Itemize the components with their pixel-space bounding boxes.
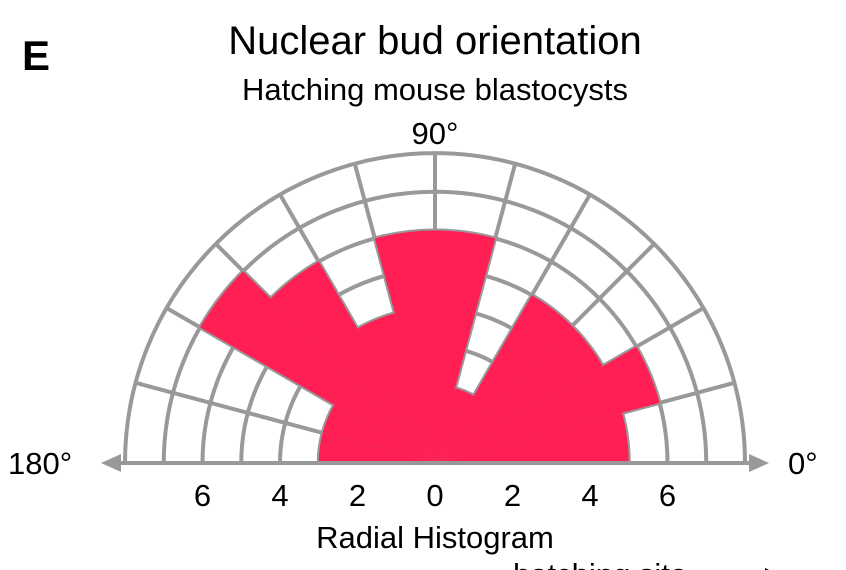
histogram-bar — [318, 432, 435, 463]
histogram-bar — [435, 412, 629, 463]
histogram-bar — [200, 271, 435, 463]
histogram-bar — [322, 404, 435, 463]
histogram-bar — [435, 295, 573, 463]
histogram-bar — [435, 388, 474, 463]
angle-label-0: 0° — [788, 446, 818, 481]
radial-tick-label: 4 — [271, 478, 288, 513]
x-axis-label: Radial Histogram — [316, 520, 554, 555]
radial-tick-label: 2 — [504, 478, 521, 513]
histogram-bar — [374, 230, 435, 463]
radial-tick-label: 2 — [349, 478, 366, 513]
radial-tick-label: 6 — [194, 478, 211, 513]
histogram-bar — [435, 346, 660, 463]
direction-annotation: hatching site — [513, 557, 769, 570]
histogram-bar — [435, 230, 496, 463]
chart-subtitle: Hatching mouse blastocysts — [242, 72, 628, 107]
axis-arrow-right — [749, 454, 769, 472]
histogram-bar — [357, 313, 435, 463]
radial-tick-label: 6 — [659, 478, 676, 513]
direction-label: hatching site — [513, 557, 687, 570]
histogram-bar — [270, 261, 435, 463]
angle-label-180: 180° — [8, 446, 72, 481]
histogram-bars — [200, 230, 660, 463]
radial-tick-label: 4 — [581, 478, 598, 513]
axis-arrow-left — [101, 454, 121, 472]
histogram-bar — [435, 325, 603, 463]
radial-tick-labels: 6 4 2 0 2 4 6 — [194, 478, 676, 513]
panel-letter: E — [22, 32, 50, 79]
horizontal-axis — [101, 454, 769, 472]
angle-label-90: 90° — [412, 116, 459, 151]
chart-title: Nuclear bud orientation — [228, 19, 642, 63]
radial-tick-label: 0 — [426, 478, 443, 513]
